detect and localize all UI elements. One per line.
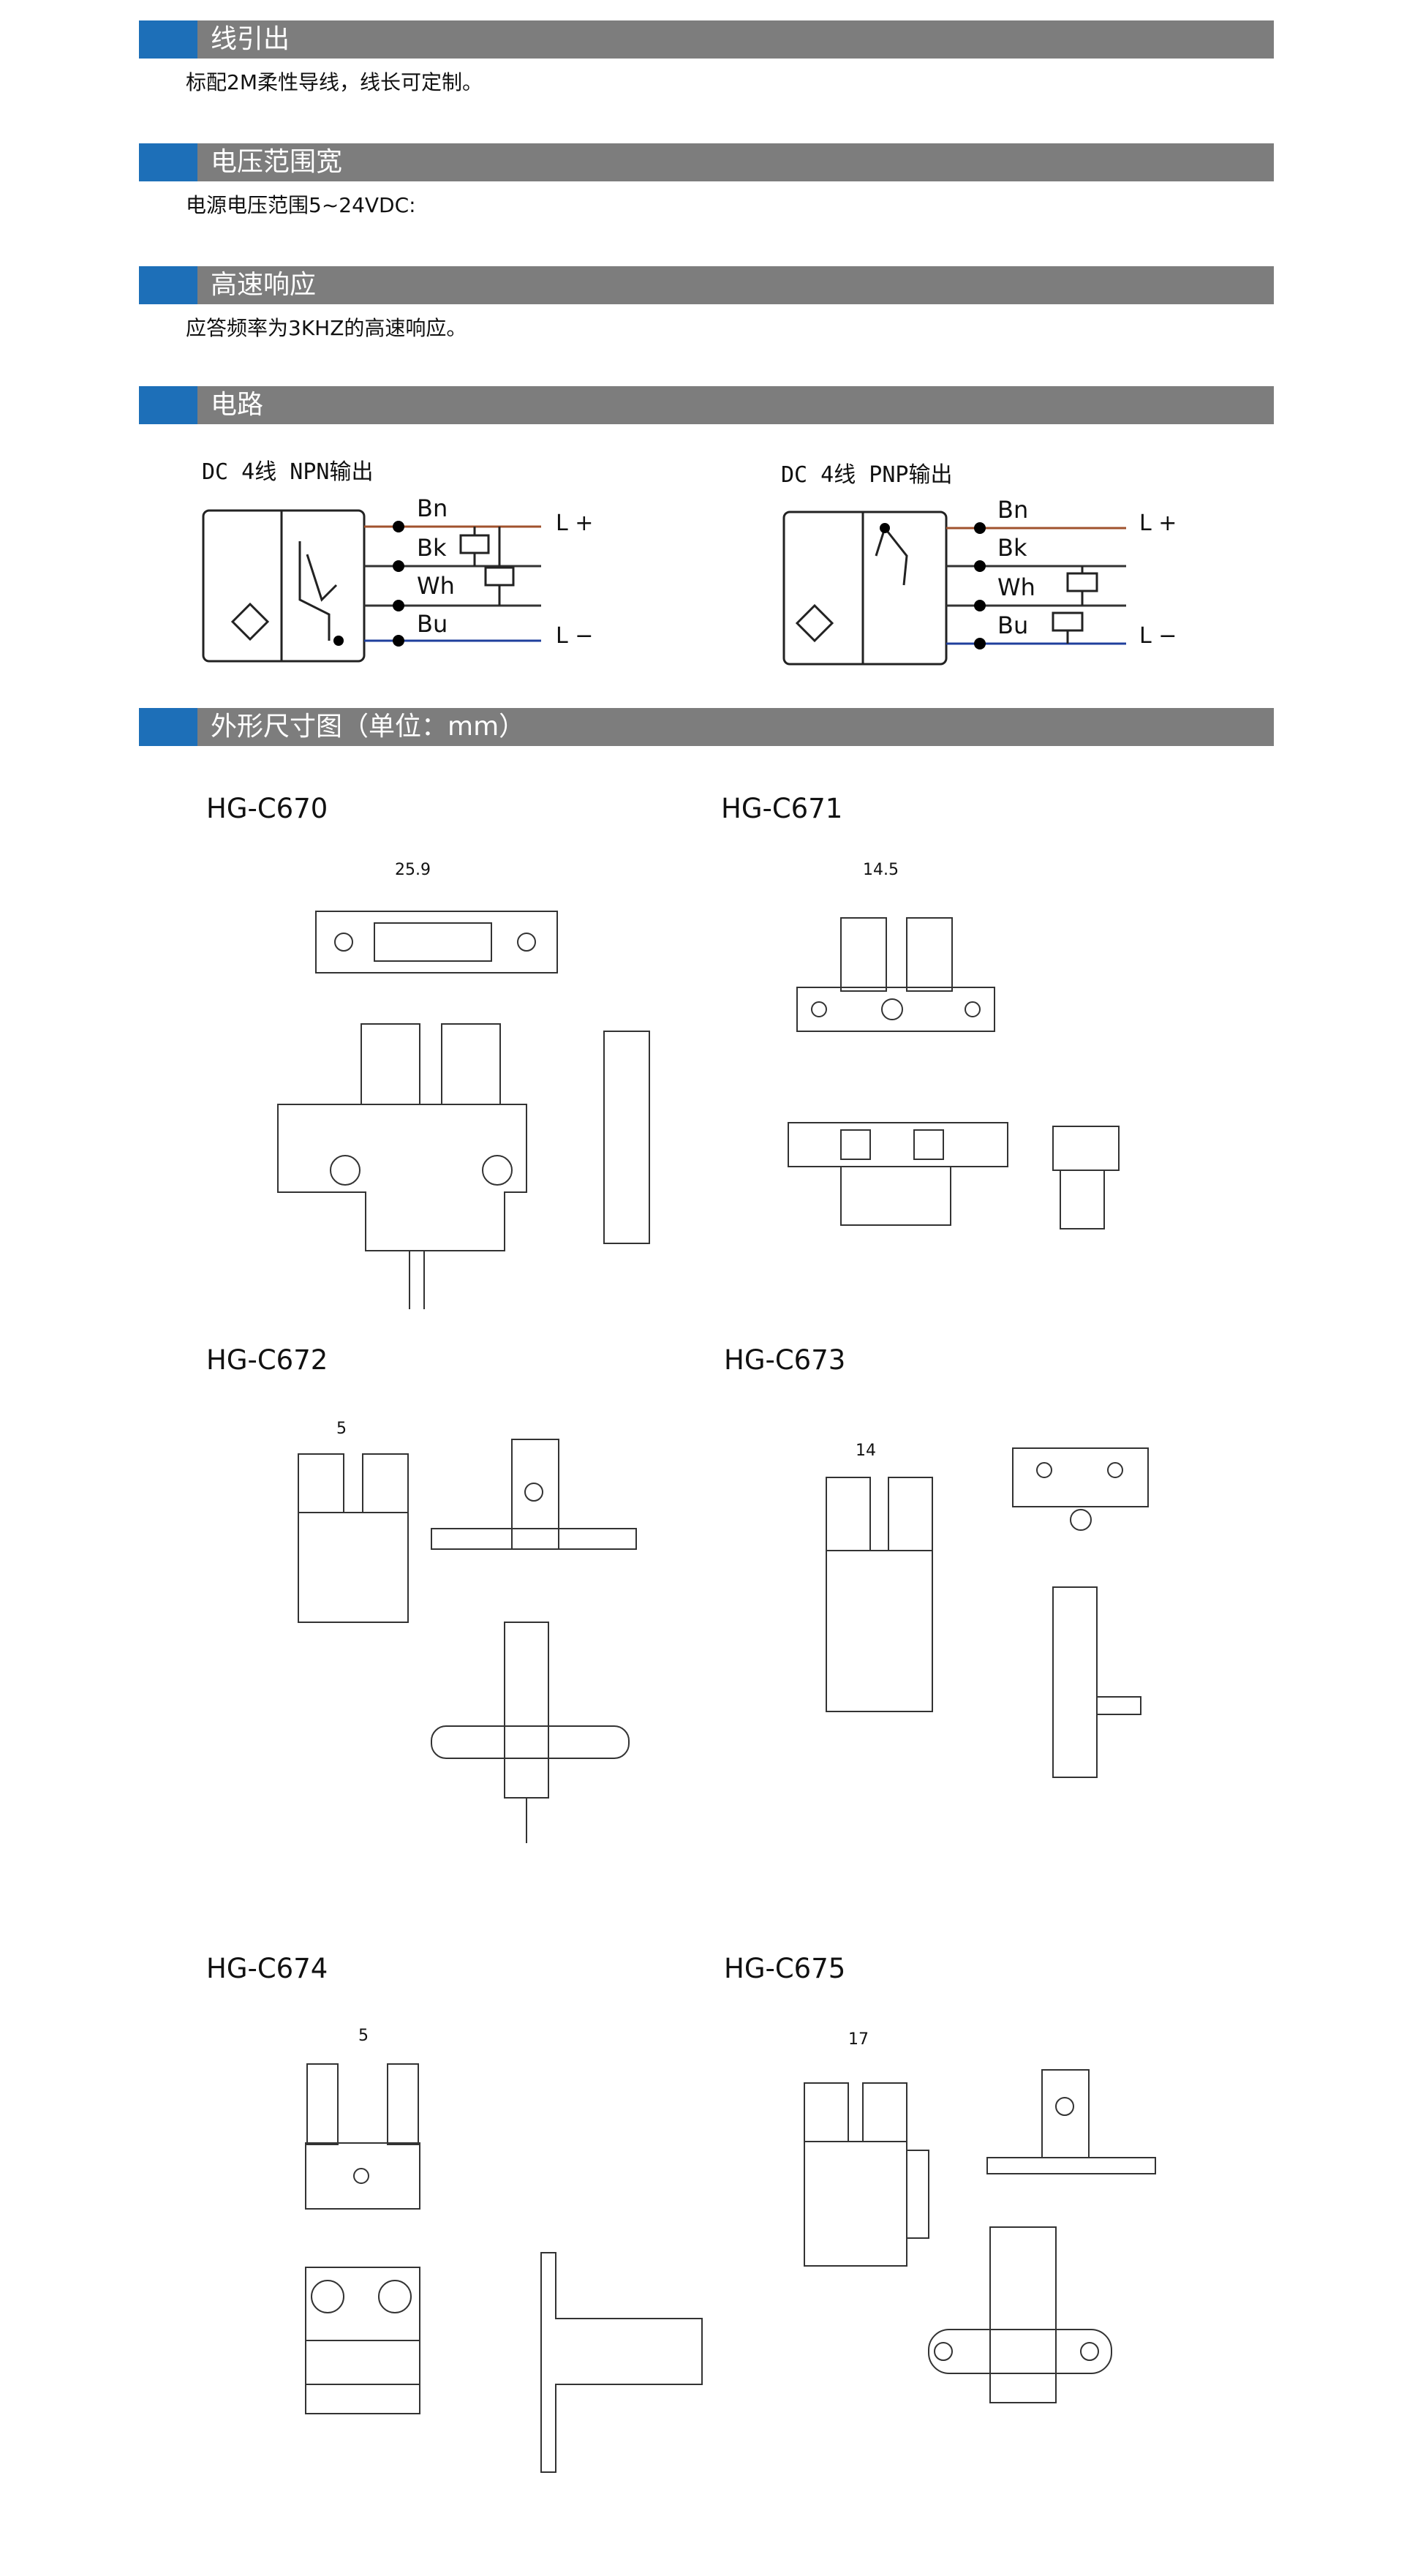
wire-label-wh: Wh [417,572,455,600]
wire-label-wh: Wh [997,573,1035,601]
section-title: 电路 [211,390,264,420]
header-accent [139,266,197,304]
drawing-c673 [826,1447,1149,1778]
circuit-title-pnp: DC 4线 PNP输出 [781,462,953,488]
wire-label-bn: Bn [997,496,1029,524]
section-title: 外形尺寸图（单位：mm） [211,712,526,742]
section-header-voltage: 电压范围宽 [139,143,1274,181]
dim-c674-width: 5 [358,2027,369,2045]
terminal-minus: L − [556,623,594,649]
drawing-c671 [788,917,1120,1229]
npn-terminals [333,521,404,647]
terminal-plus: L + [556,511,594,536]
dim-c671-width: 14.5 [863,861,899,879]
dim-c670-width: 25.9 [395,861,431,879]
section-header-speed: 高速响应 [139,266,1274,304]
section-title: 电压范围宽 [211,147,343,177]
section-header-dimensions: 外形尺寸图（单位：mm） [139,708,1274,746]
section-header-circuit: 电路 [139,386,1274,424]
drawing-c674 [305,2063,703,2473]
dim-c673-width: 14 [856,1442,876,1460]
drawing-c672 [298,1439,637,1843]
product-title-c672: HG-C672 [206,1344,328,1376]
npn-circuit [202,509,541,663]
product-title-c675: HG-C675 [724,1953,846,1984]
drawing-c670 [277,911,650,1309]
section-header-wire: 线引出 [139,20,1274,59]
section-title: 线引出 [211,24,290,54]
drawing-c675 [804,2069,1156,2403]
product-title-c671: HG-C671 [721,793,843,824]
pnp-circuit [782,511,1126,666]
dimension-labels: 25.9 14.5 5 14 5 17 [336,861,899,2049]
section-text: 标配2M柔性导线，线长可定制。 [186,70,483,94]
product-title-c670: HG-C670 [206,793,328,824]
header-accent [139,386,197,424]
header-accent [139,20,197,59]
wire-label-bk: Bk [997,534,1027,562]
wire-label-bu: Bu [997,611,1029,639]
dim-c672-width: 5 [336,1420,347,1438]
header-accent [139,708,197,746]
pnp-terminals [880,522,986,649]
section-text: 应答频率为3KHZ的高速响应。 [186,316,467,340]
product-title-c674: HG-C674 [206,1953,328,1984]
section-text: 电源电压范围5~24VDC: [186,193,416,217]
dim-c675-width: 17 [848,2030,869,2049]
wire-label-bk: Bk [417,534,447,562]
section-title: 高速响应 [211,270,317,300]
terminal-minus: L − [1139,623,1177,649]
wire-label-bu: Bu [417,610,448,638]
header-accent [139,143,197,181]
circuit-title-npn: DC 4线 NPN输出 [202,459,374,485]
product-title-c673: HG-C673 [724,1344,846,1376]
terminal-plus: L + [1139,511,1177,536]
wire-label-bn: Bn [417,494,448,522]
